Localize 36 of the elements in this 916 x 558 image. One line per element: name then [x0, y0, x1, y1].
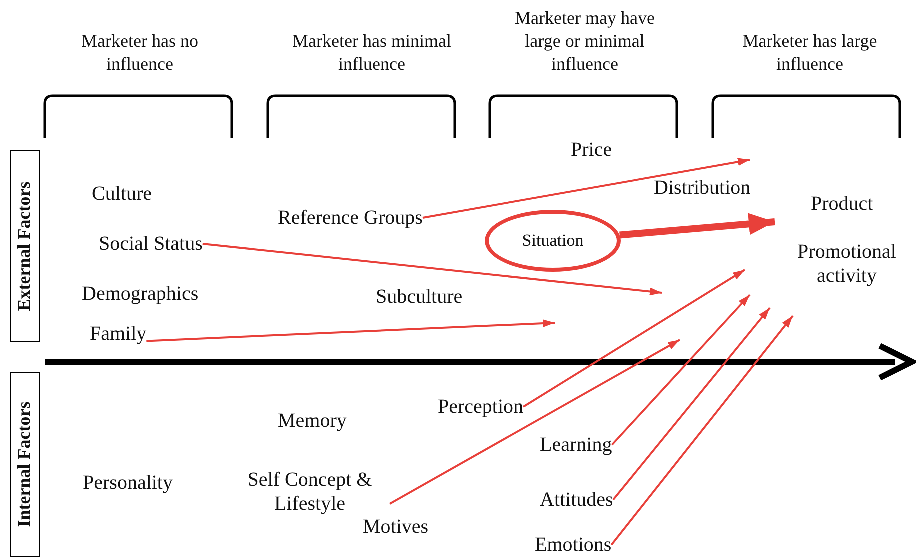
arrow	[422, 158, 750, 219]
arrow	[620, 213, 776, 239]
factor-label: Social Status	[99, 232, 203, 256]
factor-label: Learning	[540, 433, 612, 457]
influence-heading: Marketer has large influence	[742, 30, 878, 76]
arrow	[390, 339, 680, 505]
factor-label: Emotions	[535, 533, 612, 557]
arrow	[146, 320, 556, 342]
factor-label: Culture	[92, 182, 152, 206]
arrow	[202, 243, 662, 296]
factor-label: Personality	[83, 471, 173, 495]
influence-heading: Marketer may have large or minimal influence	[514, 7, 656, 76]
factor-label: Reference Groups	[278, 206, 423, 230]
factor-label: Subculture	[376, 285, 463, 309]
category-box	[10, 372, 40, 557]
arrow	[612, 307, 771, 501]
factor-label: Family	[90, 322, 147, 346]
factor-label: Promotional activity	[796, 240, 898, 288]
arrow	[610, 315, 794, 546]
factor-label: Attitudes	[540, 488, 614, 512]
factor-label: Motives	[363, 515, 429, 539]
arrow	[523, 269, 746, 408]
category-label: Internal Factors	[14, 402, 36, 528]
factor-label: Demographics	[82, 282, 199, 306]
situation-ellipse: Situation	[485, 210, 621, 272]
factor-label: Distribution	[654, 176, 751, 200]
factor-label: Perception	[438, 395, 524, 419]
factor-label: Memory	[278, 409, 347, 433]
influence-heading: Marketer has minimal influence	[292, 30, 452, 76]
factor-label: Product	[811, 192, 874, 216]
factor-label: Price	[571, 138, 612, 162]
factor-label: Self Concept & Lifestyle	[230, 468, 390, 516]
category-box	[10, 150, 40, 342]
arrow	[611, 294, 751, 446]
influence-heading: Marketer has no influence	[80, 30, 200, 76]
category-label: External Factors	[14, 181, 36, 311]
